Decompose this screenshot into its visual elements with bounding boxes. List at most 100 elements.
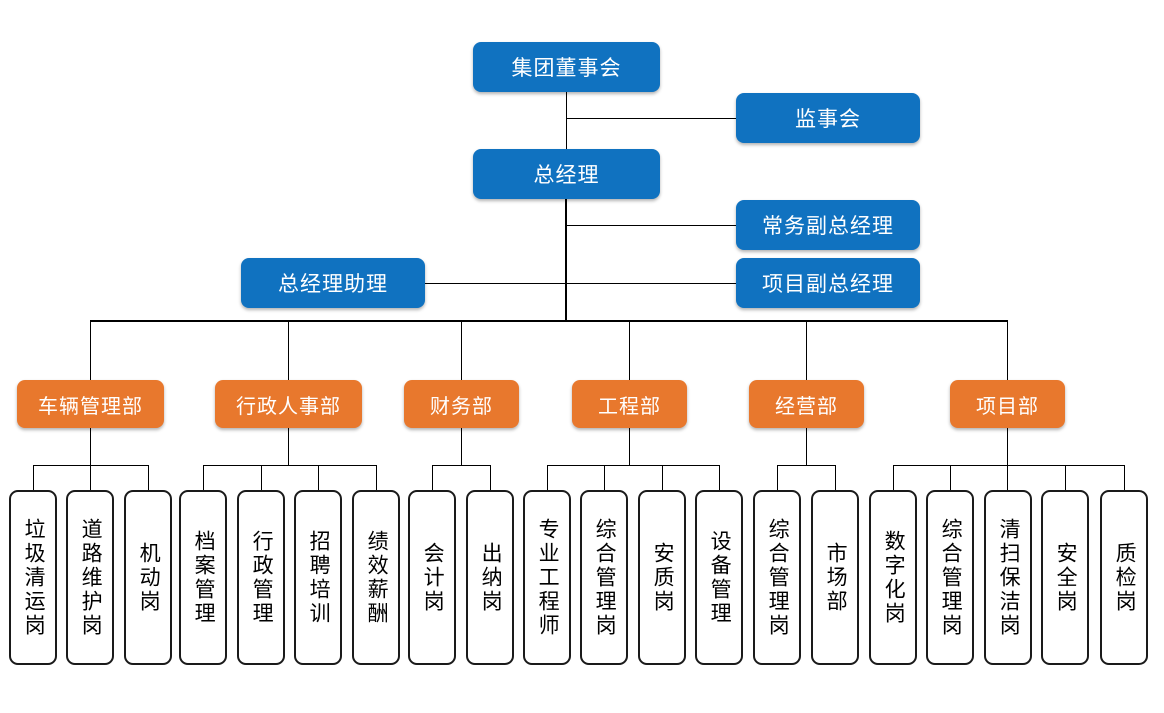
connector-bus-drop-dept-6 (1007, 320, 1008, 380)
connector-dept-1-stem (90, 428, 91, 465)
leaf-position-box[interactable]: 综合管理岗 (926, 490, 974, 665)
leaf-position-box[interactable]: 绩效薪酬 (352, 490, 400, 665)
leaf-position-label: 综合管理岗 (939, 517, 963, 638)
connector-dept-6-leaf-1 (893, 465, 894, 490)
connector-bus-drop-dept-2 (288, 320, 289, 380)
connector-department-bus (90, 320, 1008, 322)
connector-dept-2-leaf-2 (261, 465, 262, 490)
connector-trunk-supervisory (566, 118, 736, 119)
connector-dept-4-leaf-4 (719, 465, 720, 490)
connector-dept-3-leaf-1 (432, 465, 433, 490)
leaf-position-box[interactable]: 清扫保洁岗 (984, 490, 1032, 665)
leaf-position-label: 清扫保洁岗 (997, 517, 1021, 638)
leaf-position-box[interactable]: 设备管理 (695, 490, 743, 665)
leaf-position-label: 市场部 (824, 541, 848, 614)
leaf-position-label: 安质岗 (651, 541, 675, 614)
leaf-position-label: 综合管理岗 (766, 517, 790, 638)
node-gm-assistant[interactable]: 总经理助理 (241, 258, 425, 308)
connector-board-trunk (566, 92, 567, 159)
node-department-vehicle-management[interactable]: 车辆管理部 (17, 380, 164, 428)
node-department-label: 行政人事部 (236, 395, 341, 418)
leaf-position-label: 出纳岗 (479, 541, 503, 614)
leaf-position-label: 专业工程师 (536, 517, 560, 638)
connector-dept-3-bus (432, 465, 490, 466)
leaf-position-box[interactable]: 安质岗 (638, 490, 686, 665)
leaf-position-box[interactable]: 垃圾清运岗 (9, 490, 57, 665)
connector-dept-6-leaf-2 (950, 465, 951, 490)
leaf-position-box[interactable]: 会计岗 (408, 490, 456, 665)
node-department-finance[interactable]: 财务部 (404, 380, 519, 428)
node-executive-vice-gm-label: 常务副总经理 (762, 215, 894, 238)
connector-dept-5-stem (806, 428, 807, 465)
node-department-engineering[interactable]: 工程部 (572, 380, 687, 428)
connector-trunk-exec-vice-gm (566, 225, 736, 226)
leaf-position-box[interactable]: 专业工程师 (523, 490, 571, 665)
connector-dept-6-leaf-4 (1065, 465, 1066, 490)
leaf-position-label: 质检岗 (1113, 541, 1137, 614)
leaf-position-label: 数字化岗 (882, 529, 906, 626)
connector-dept-4-leaf-1 (547, 465, 548, 490)
leaf-position-box[interactable]: 档案管理 (179, 490, 227, 665)
leaf-position-label: 招聘培训 (307, 529, 331, 626)
leaf-position-label: 会计岗 (421, 541, 445, 614)
connector-bus-drop-dept-3 (461, 320, 462, 380)
node-department-admin-hr[interactable]: 行政人事部 (215, 380, 362, 428)
node-project-vice-gm-label: 项目副总经理 (762, 273, 894, 296)
leaf-position-label: 设备管理 (708, 529, 732, 626)
leaf-position-box[interactable]: 道路维护岗 (66, 490, 114, 665)
connector-trunk-project-vice-gm (566, 283, 736, 284)
connector-dept-6-leaf-3 (1007, 465, 1008, 490)
connector-dept-6-leaf-5 (1124, 465, 1125, 490)
connector-dept-4-bus (547, 465, 719, 466)
leaf-position-label: 机动岗 (137, 541, 161, 614)
connector-dept-1-leaf-2 (90, 465, 91, 490)
connector-dept-4-stem (629, 428, 630, 465)
connector-bus-drop-dept-4 (629, 320, 630, 380)
connector-dept-2-stem (288, 428, 289, 465)
leaf-position-box[interactable]: 综合管理岗 (580, 490, 628, 665)
node-department-label: 经营部 (775, 395, 838, 418)
leaf-position-box[interactable]: 市场部 (811, 490, 859, 665)
connector-dept-2-leaf-3 (318, 465, 319, 490)
connector-dept-5-leaf-1 (777, 465, 778, 490)
connector-dept-1-leaf-3 (148, 465, 149, 490)
connector-dept-5-bus (777, 465, 835, 466)
node-department-label: 财务部 (430, 395, 493, 418)
connector-bus-drop-dept-5 (806, 320, 807, 380)
connector-gm-assistant-trunk (425, 283, 566, 284)
node-general-manager[interactable]: 总经理 (473, 149, 660, 199)
node-supervisory-board[interactable]: 监事会 (736, 93, 920, 143)
connector-bus-drop-dept-1 (90, 320, 91, 380)
node-general-manager-label: 总经理 (533, 164, 600, 187)
node-group-board-label: 集团董事会 (511, 57, 622, 80)
leaf-position-label: 垃圾清运岗 (22, 517, 46, 638)
leaf-position-label: 档案管理 (192, 529, 216, 626)
connector-dept-6-bus (893, 465, 1124, 466)
connector-dept-2-bus (203, 465, 376, 466)
connector-dept-3-stem (461, 428, 462, 465)
leaf-position-box[interactable]: 综合管理岗 (753, 490, 801, 665)
node-department-project[interactable]: 项目部 (950, 380, 1065, 428)
node-project-vice-gm[interactable]: 项目副总经理 (736, 258, 920, 308)
node-supervisory-board-label: 监事会 (795, 108, 861, 131)
leaf-position-box[interactable]: 质检岗 (1100, 490, 1148, 665)
leaf-position-box[interactable]: 招聘培训 (294, 490, 342, 665)
node-executive-vice-gm[interactable]: 常务副总经理 (736, 200, 920, 250)
leaf-position-box[interactable]: 安全岗 (1041, 490, 1089, 665)
node-department-operations[interactable]: 经营部 (749, 380, 864, 428)
connector-dept-1-leaf-1 (33, 465, 34, 490)
leaf-position-label: 道路维护岗 (79, 517, 103, 638)
leaf-position-box[interactable]: 机动岗 (124, 490, 172, 665)
connector-dept-4-leaf-2 (604, 465, 605, 490)
connector-gm-trunk (565, 198, 567, 321)
node-department-label: 车辆管理部 (38, 395, 143, 418)
leaf-position-box[interactable]: 行政管理 (237, 490, 285, 665)
node-department-label: 项目部 (976, 395, 1039, 418)
leaf-position-label: 行政管理 (250, 529, 274, 626)
leaf-position-box[interactable]: 出纳岗 (466, 490, 514, 665)
connector-dept-5-leaf-2 (835, 465, 836, 490)
leaf-position-box[interactable]: 数字化岗 (869, 490, 917, 665)
connector-dept-2-leaf-4 (376, 465, 377, 490)
node-group-board[interactable]: 集团董事会 (473, 42, 660, 92)
